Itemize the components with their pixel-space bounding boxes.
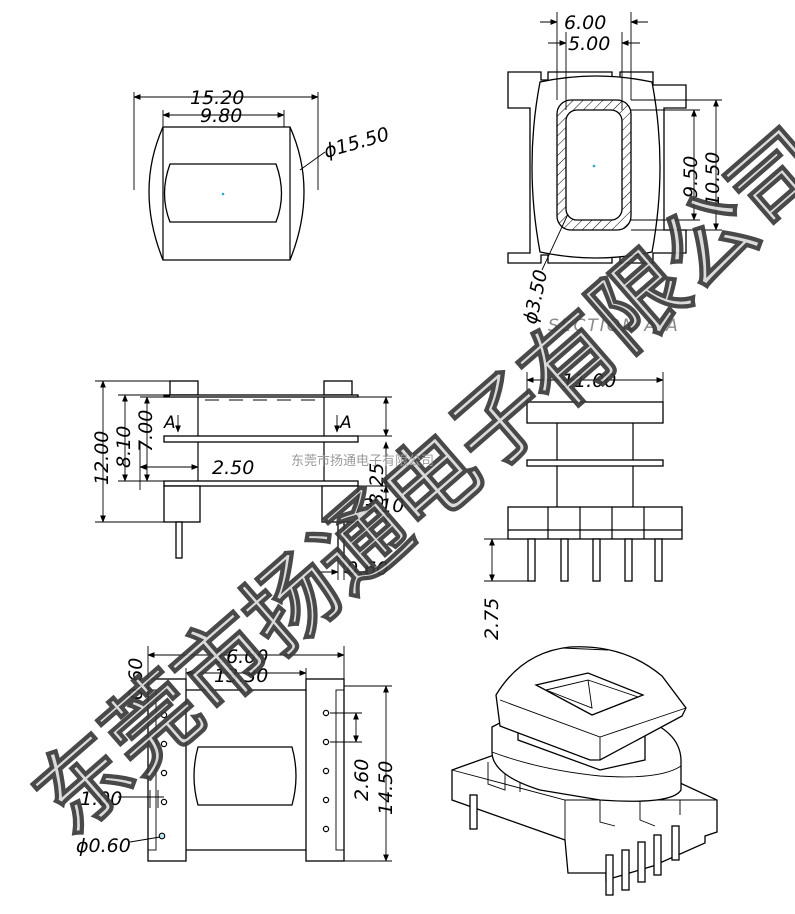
top-diameter: ϕ15.50 <box>321 123 391 163</box>
side-width: 11.00 <box>562 370 616 392</box>
section-width-outer: 6.00 <box>564 12 606 34</box>
front-base-height: 3.10 <box>362 495 404 517</box>
bottom-pitch-left: 1.00 <box>80 788 122 810</box>
front-offset: 2.50 <box>212 457 254 479</box>
section-width-inner: 5.00 <box>568 33 610 55</box>
section-height-inner: 9.50 <box>680 156 702 198</box>
watermark-small: 东莞市扬通电子有限公司 <box>291 453 434 469</box>
top-width-outer: 15.20 <box>190 87 244 109</box>
section-mark-left: A <box>163 413 176 433</box>
top-width-inner: 9.80 <box>200 105 242 127</box>
bottom-length: 14.50 <box>375 761 397 815</box>
front-pin-width: 0.60 <box>346 558 388 580</box>
isometric-view <box>451 646 718 896</box>
side-view: 11.00 2.75 <box>481 370 683 640</box>
front-height-total: 12.00 <box>91 431 113 485</box>
front-view: A A 12.00 8.10 7.00 2.50 3.25 3.10 0.60 <box>91 380 404 580</box>
section-caption: SECTION A-A <box>548 316 680 336</box>
front-height-side: 3.25 <box>366 463 388 505</box>
section-view: 6.00 5.00 9.50 10.50 ϕ3.50 SECTION A-A <box>507 12 724 336</box>
bottom-width-inner: 13.30 <box>214 665 268 687</box>
section-height-outer: 10.50 <box>702 152 724 206</box>
bottom-hole-dia: ϕ0.60 <box>76 835 131 857</box>
side-pin-length: 2.75 <box>481 598 503 640</box>
bottom-pin-pitch: 2.60 <box>351 759 373 801</box>
section-mark-right: A <box>339 413 352 433</box>
bottom-view: 16.00 13.30 0.60 2.60 14.50 1.00 ϕ0.60 <box>76 646 397 862</box>
front-height-mid: 8.10 <box>113 426 135 468</box>
bottom-width-outer: 16.00 <box>214 646 268 668</box>
watermark-large: 东莞市扬通电子有限公司 <box>14 110 795 855</box>
bottom-slot-width: 0.60 <box>125 658 147 700</box>
top-view: 15.20 9.80 ϕ15.50 <box>133 87 392 261</box>
watermark: 东莞市扬通电子有限公司 <box>14 109 795 855</box>
front-height-inner: 7.00 <box>135 410 157 452</box>
